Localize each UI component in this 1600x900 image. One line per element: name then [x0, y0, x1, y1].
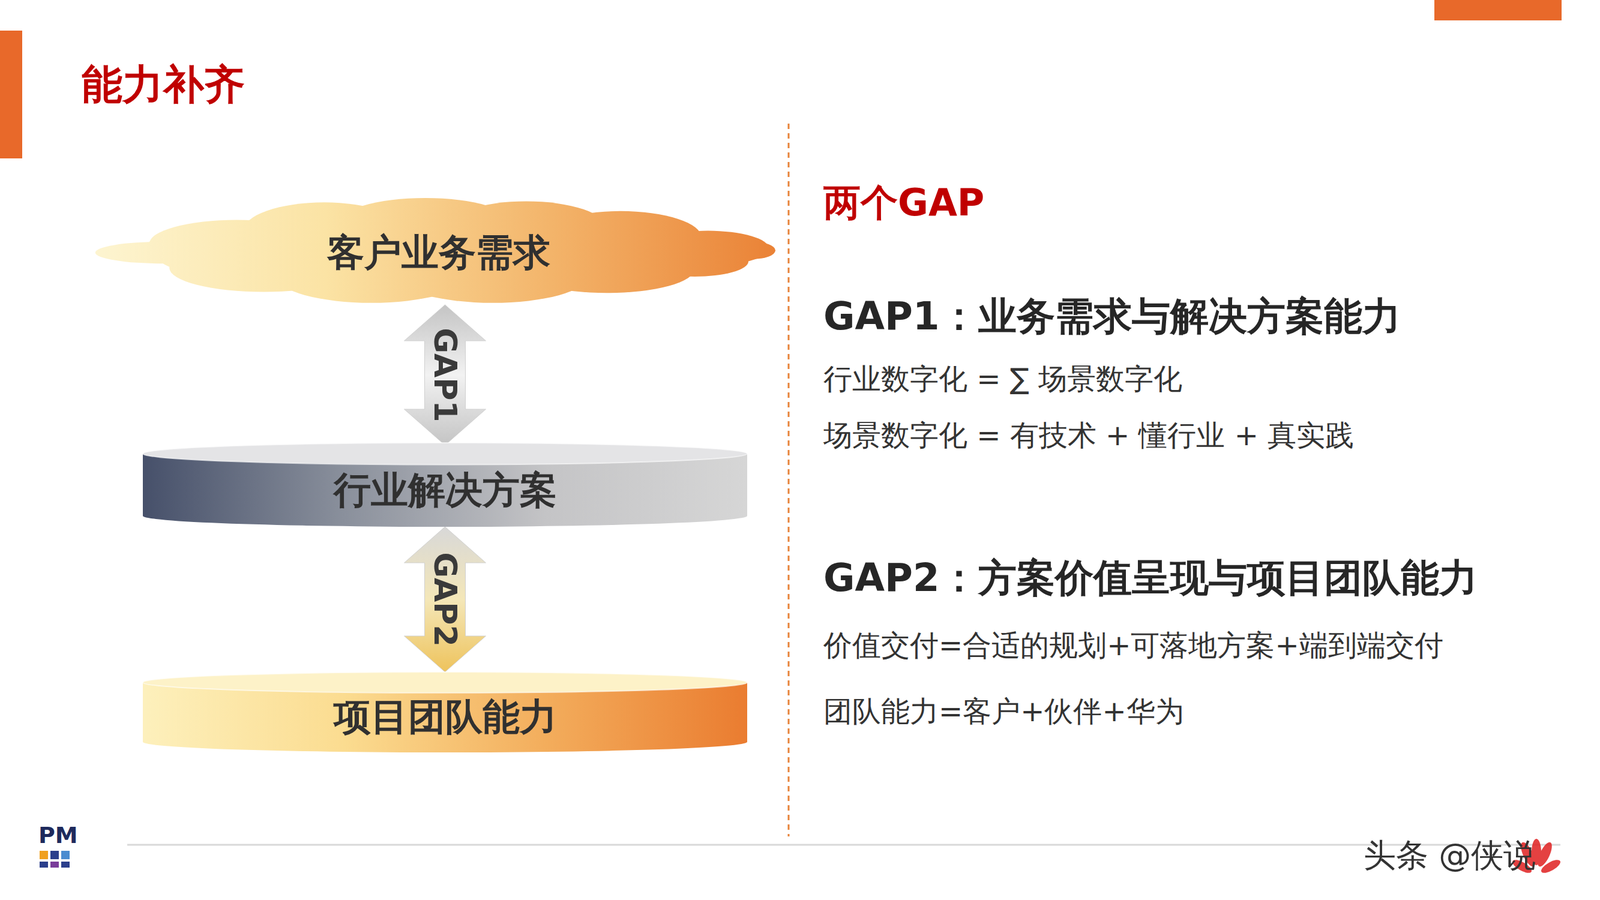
formula-text: 团队能力=客户+伙伴+华为 — [823, 692, 1185, 731]
node-label: 项目团队能力 — [333, 695, 557, 739]
disk-band: 行业解决方案 — [142, 442, 748, 527]
logo-square — [50, 851, 59, 860]
gap-heading: GAP1：业务需求与解决方案能力 — [823, 290, 1401, 343]
formula-text: 价值交付=合适的规划+可落地方案+端到端交付 — [823, 626, 1444, 665]
slide-title: 能力补齐 — [81, 57, 245, 113]
logo-square — [39, 861, 49, 868]
gap-label: GAP1 — [429, 327, 461, 422]
watermark: 头条 @侠说 — [1363, 834, 1536, 879]
footer-rule — [127, 844, 1561, 847]
cloud-lobe — [640, 246, 749, 277]
logo-square — [39, 851, 49, 860]
gap-heading: GAP2：方案价值呈现与项目团队能力 — [823, 552, 1478, 605]
double-arrow — [404, 304, 487, 446]
logo-square — [50, 861, 59, 868]
section-heading: 两个GAP — [823, 177, 985, 229]
disk-top — [142, 442, 748, 465]
accent-bar — [0, 30, 23, 159]
cloud-shape: 客户业务需求 — [102, 198, 776, 308]
disk-band: 项目团队能力 — [142, 672, 748, 753]
accent-bar — [1434, 0, 1562, 21]
formula-text: 行业数字化 = ∑ 场景数字化 — [823, 360, 1183, 399]
logo-text: PM — [38, 822, 79, 849]
logo-square — [61, 861, 70, 868]
logo-petal — [1539, 857, 1563, 876]
node-label: 客户业务需求 — [327, 231, 551, 274]
node-label: 行业解决方案 — [333, 468, 557, 512]
formula-text: 场景数字化 = 有技术 + 懂行业 + 真实践 — [823, 416, 1354, 455]
double-arrow — [404, 526, 487, 673]
divider-line — [787, 123, 790, 837]
pmi-logo — [39, 851, 70, 868]
gap-label: GAP2 — [429, 552, 461, 647]
disk-top — [142, 672, 748, 694]
logo-square — [61, 851, 70, 860]
